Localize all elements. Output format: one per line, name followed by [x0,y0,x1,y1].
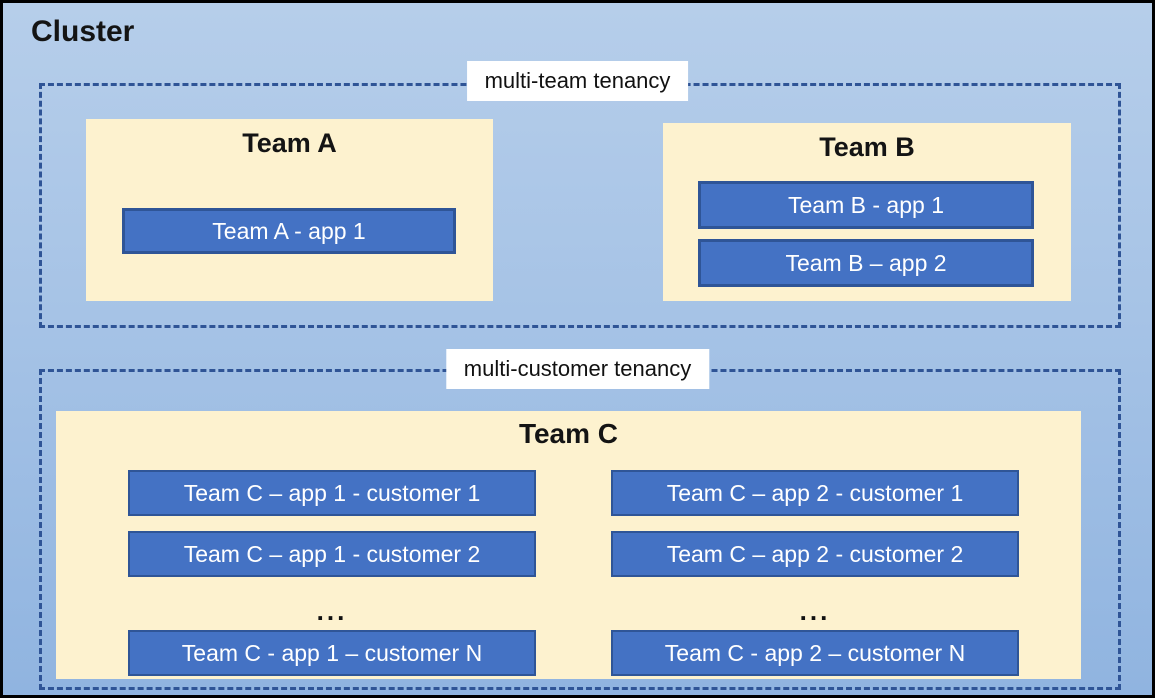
team-c-app1-customer-n: Team C - app 1 – customer N [128,630,536,676]
team-b-title: Team B [819,132,915,162]
team-a-app-1: Team A - app 1 [122,208,456,254]
team-b-app-1: Team B - app 1 [698,181,1034,229]
multi-team-tenancy-label: multi-team tenancy [466,61,689,101]
team-c-app1-ellipsis: ... [316,596,348,626]
team-c-app1-customer-1: Team C – app 1 - customer 1 [128,470,536,516]
team-c-title: Team C [518,418,619,449]
team-b-app-2: Team B – app 2 [698,239,1034,287]
team-c-box: Team C Team C – app 1 - customer 1 Team … [56,411,1081,679]
cluster-title: Cluster [31,15,135,48]
team-a-box: Team A Team A - app 1 [86,119,493,301]
team-b-box: Team B Team B - app 1 Team B – app 2 [663,123,1071,301]
team-c-app2-ellipsis: ... [799,596,831,626]
team-c-app2-customer-n: Team C - app 2 – customer N [611,630,1019,676]
team-c-app1-customer-2: Team C – app 1 - customer 2 [128,531,536,577]
multi-customer-tenancy-label: multi-customer tenancy [445,349,710,389]
team-c-app2-customer-2: Team C – app 2 - customer 2 [611,531,1019,577]
team-c-app2-customer-1: Team C – app 2 - customer 1 [611,470,1019,516]
team-a-title: Team A [242,128,337,158]
team-c-app2-column: Team C – app 2 - customer 1 Team C – app… [611,470,1019,676]
team-c-app1-column: Team C – app 1 - customer 1 Team C – app… [128,470,536,676]
